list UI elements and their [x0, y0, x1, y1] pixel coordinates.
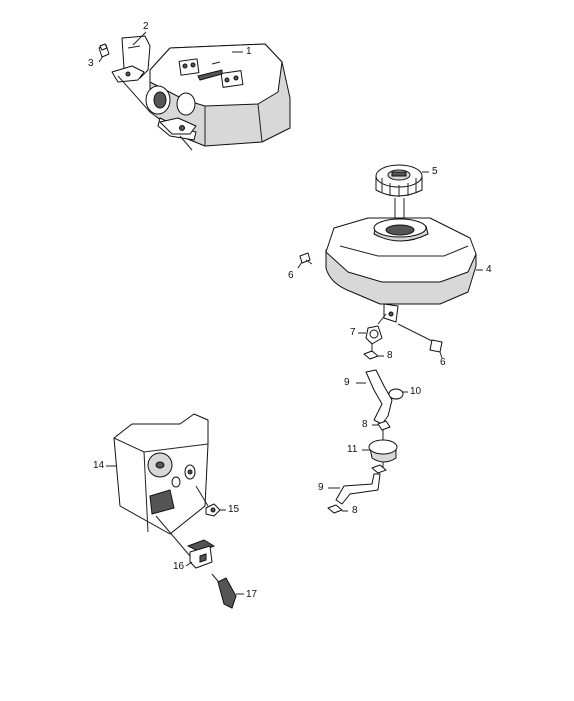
callout-8-middle: 8 — [362, 419, 368, 430]
fuel-valve-part — [365, 313, 387, 345]
fuel-tank-part — [325, 217, 477, 323]
callout-17: 17 — [246, 589, 258, 600]
bolt-part-3 — [98, 43, 110, 58]
bolt-part-6-left — [299, 252, 313, 265]
callout-5: 5 — [432, 166, 438, 177]
callout-15: 15 — [228, 504, 240, 515]
fuel-hose-part-9-lower — [335, 473, 381, 505]
callout-9-upper: 9 — [344, 377, 350, 388]
control-box-part — [113, 413, 209, 557]
heat-shield-part — [111, 35, 151, 83]
callout-2: 2 — [143, 21, 149, 32]
hose-clamp-part-8-bottom — [327, 504, 343, 514]
fuel-filter-part — [368, 430, 398, 470]
callout-16: 16 — [173, 561, 185, 572]
callout-9-lower: 9 — [318, 482, 324, 493]
callout-1: 1 — [246, 46, 252, 57]
callout-4: 4 — [486, 264, 492, 275]
bolt-part-6-right — [397, 323, 443, 353]
hose-clamp-part-8-middle — [377, 420, 391, 431]
callout-6-left: 6 — [288, 270, 294, 281]
hose-clamp-part-8-lower — [371, 464, 387, 474]
ignition-switch-part — [186, 539, 216, 569]
callout-6-right: 6 — [440, 357, 446, 368]
callout-7: 7 — [350, 327, 356, 338]
callout-8-top: 8 — [387, 350, 393, 361]
callout-8-bottom: 8 — [352, 505, 358, 516]
fuel-hose-part-9-upper — [365, 369, 393, 425]
nut-part-15 — [195, 485, 221, 517]
muffler-outlet-pipe — [145, 85, 197, 141]
callout-3: 3 — [88, 58, 94, 69]
callout-14: 14 — [93, 460, 105, 471]
ignition-key-part — [211, 573, 237, 609]
callout-10: 10 — [410, 386, 422, 397]
fuel-cap-part — [375, 164, 423, 197]
hose-clamp-part-8-top — [363, 344, 379, 360]
hose-end-part-10 — [388, 388, 408, 400]
callout-11: 11 — [347, 444, 358, 455]
